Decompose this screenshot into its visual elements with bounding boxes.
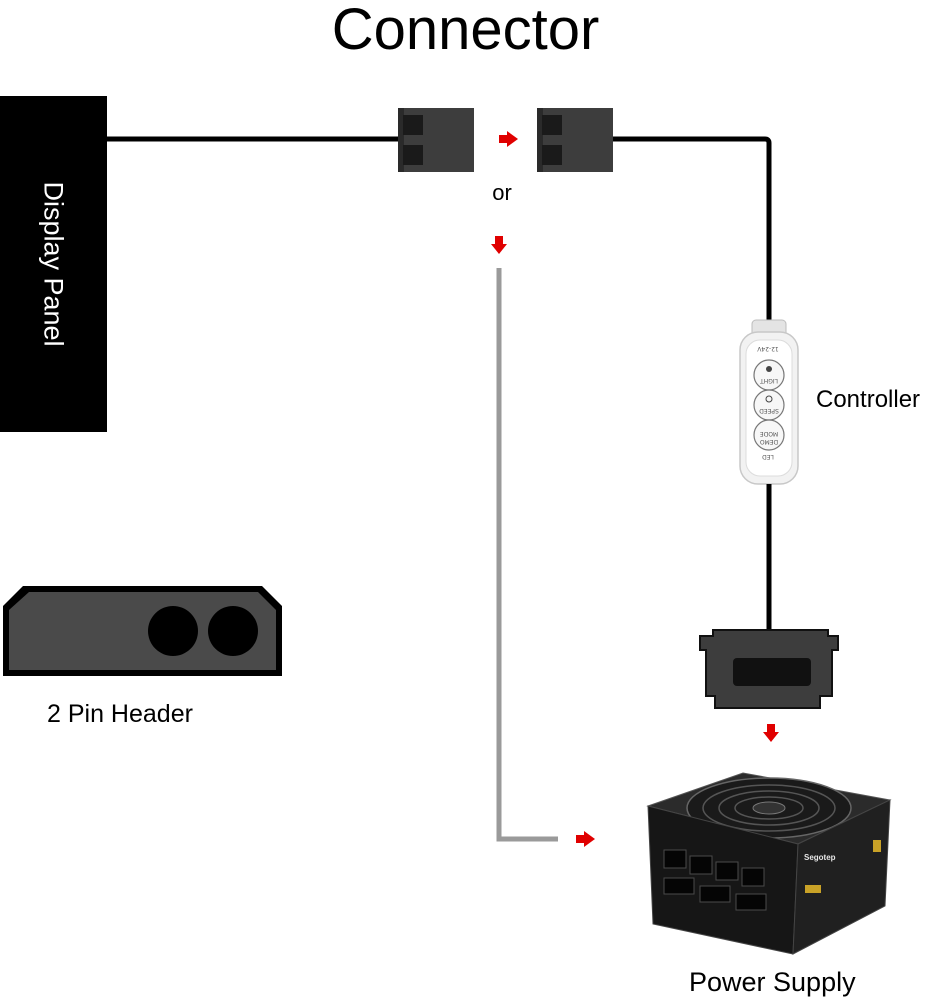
power-supply: Segotep [646,772,892,955]
sata-connector [699,629,839,709]
pin-header-label: 2 Pin Header [47,700,193,728]
controller-speed-button[interactable]: SPEED [753,389,785,421]
controller-label: Controller [816,386,921,413]
controller-cable-top [613,136,772,326]
controller-speed-label: SPEED [759,407,779,414]
left-connector [398,108,474,172]
controller-demo-label: DEMO [760,438,779,445]
arrow-down-icon [763,724,779,742]
controller-voltage-text: 12-24V [756,345,778,352]
psu-modular-ports [663,849,767,911]
two-pin-header [3,586,282,676]
arrow-right-icon [576,831,595,847]
arrow-down-icon [491,236,507,254]
controller-led-text: LED [762,453,774,460]
diagram-title: Connector [331,0,600,62]
right-connector [537,108,613,172]
alternate-cable [496,268,558,842]
arrow-right-icon [499,131,518,147]
controller-mode-label: MODE [760,430,779,437]
psu-brand: Segotep [804,853,836,862]
or-label: or [492,180,512,205]
controller-light-button[interactable]: LIGHT [753,359,785,391]
controller-light-label: LIGHT [760,377,778,384]
display-panel: Display Panel [0,96,107,432]
controller: 12-24V LIGHT SPEED MODE DEMO LED [739,319,799,485]
power-supply-label: Power Supply [689,967,856,997]
controller-mode-button[interactable]: MODE DEMO [753,419,785,451]
